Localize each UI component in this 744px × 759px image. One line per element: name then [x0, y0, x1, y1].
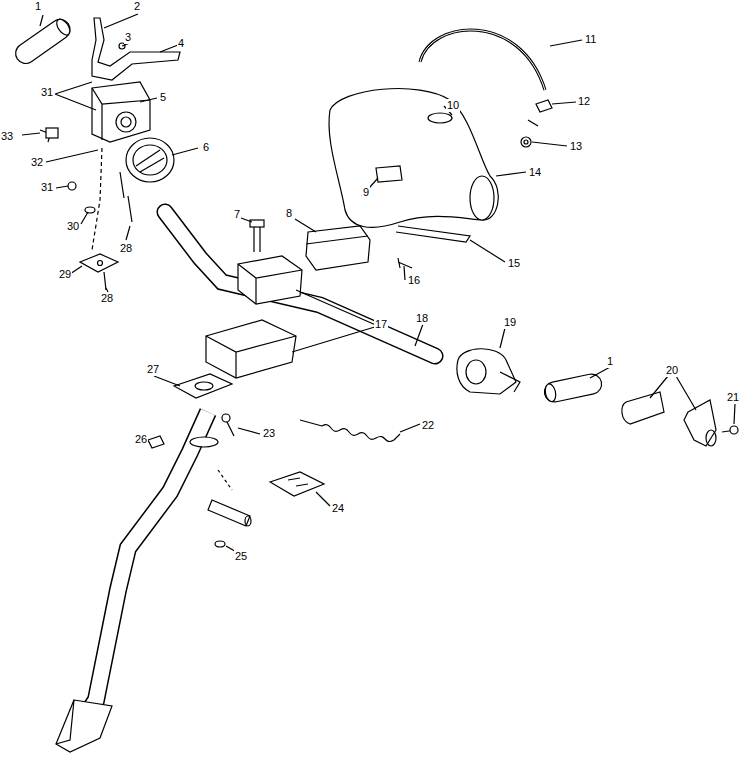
- callout-number: 25: [234, 550, 248, 563]
- callout-number: 18: [415, 312, 429, 325]
- callout-number: 16: [407, 274, 421, 287]
- clamp: [206, 320, 296, 378]
- callout-number: 30: [66, 220, 80, 233]
- callout-number: 2: [133, 0, 141, 13]
- callout-number: 29: [58, 268, 72, 281]
- callout-number: 15: [507, 257, 521, 270]
- callout-number: 1: [34, 0, 42, 13]
- spring: [322, 425, 394, 442]
- callout-number: 8: [285, 207, 293, 220]
- bushing: [208, 500, 250, 526]
- plate: [174, 374, 232, 398]
- callout-number: 13: [569, 140, 583, 153]
- bar-end: [622, 392, 664, 424]
- callout-number: 1: [606, 355, 614, 368]
- callout-number: 9: [362, 186, 370, 199]
- handlebar: [165, 212, 435, 356]
- grip: [543, 372, 604, 404]
- callout-number: 21: [726, 391, 740, 404]
- bracket: [80, 254, 118, 272]
- callout-number: 17: [374, 318, 388, 331]
- callout-number: 31: [40, 181, 54, 194]
- callout-number: 33: [0, 130, 14, 143]
- grip: [12, 15, 74, 67]
- callout-number: 19: [503, 316, 517, 329]
- callout-number: 20: [665, 364, 679, 377]
- callout-number: 5: [159, 91, 167, 104]
- throttle-housing: [92, 82, 150, 142]
- callout-number: 12: [577, 95, 591, 108]
- handlebar-cover: [329, 89, 498, 228]
- callout-number: 26: [134, 433, 148, 446]
- callout-number: 7: [233, 208, 241, 221]
- callout-number: 27: [146, 363, 160, 376]
- callout-number: 6: [202, 141, 210, 154]
- callout-number: 22: [421, 419, 435, 432]
- control-housing: [457, 349, 516, 394]
- clamp: [238, 256, 302, 304]
- callout-number: 10: [446, 99, 460, 112]
- callout-number: 23: [262, 427, 276, 440]
- callout-number: 31: [40, 86, 54, 99]
- switch: [126, 138, 174, 182]
- callout-number: 28: [100, 292, 114, 305]
- callout-number: 4: [177, 37, 185, 50]
- bracket: [306, 226, 370, 270]
- callout-number: 3: [124, 31, 132, 44]
- callout-number: 11: [584, 33, 597, 46]
- callout-number: 24: [331, 502, 345, 515]
- callout-number: 28: [119, 242, 133, 255]
- callout-number: 32: [30, 156, 44, 169]
- callout-number: 14: [528, 166, 542, 179]
- steering-post: [70, 412, 208, 740]
- cable: [420, 30, 545, 90]
